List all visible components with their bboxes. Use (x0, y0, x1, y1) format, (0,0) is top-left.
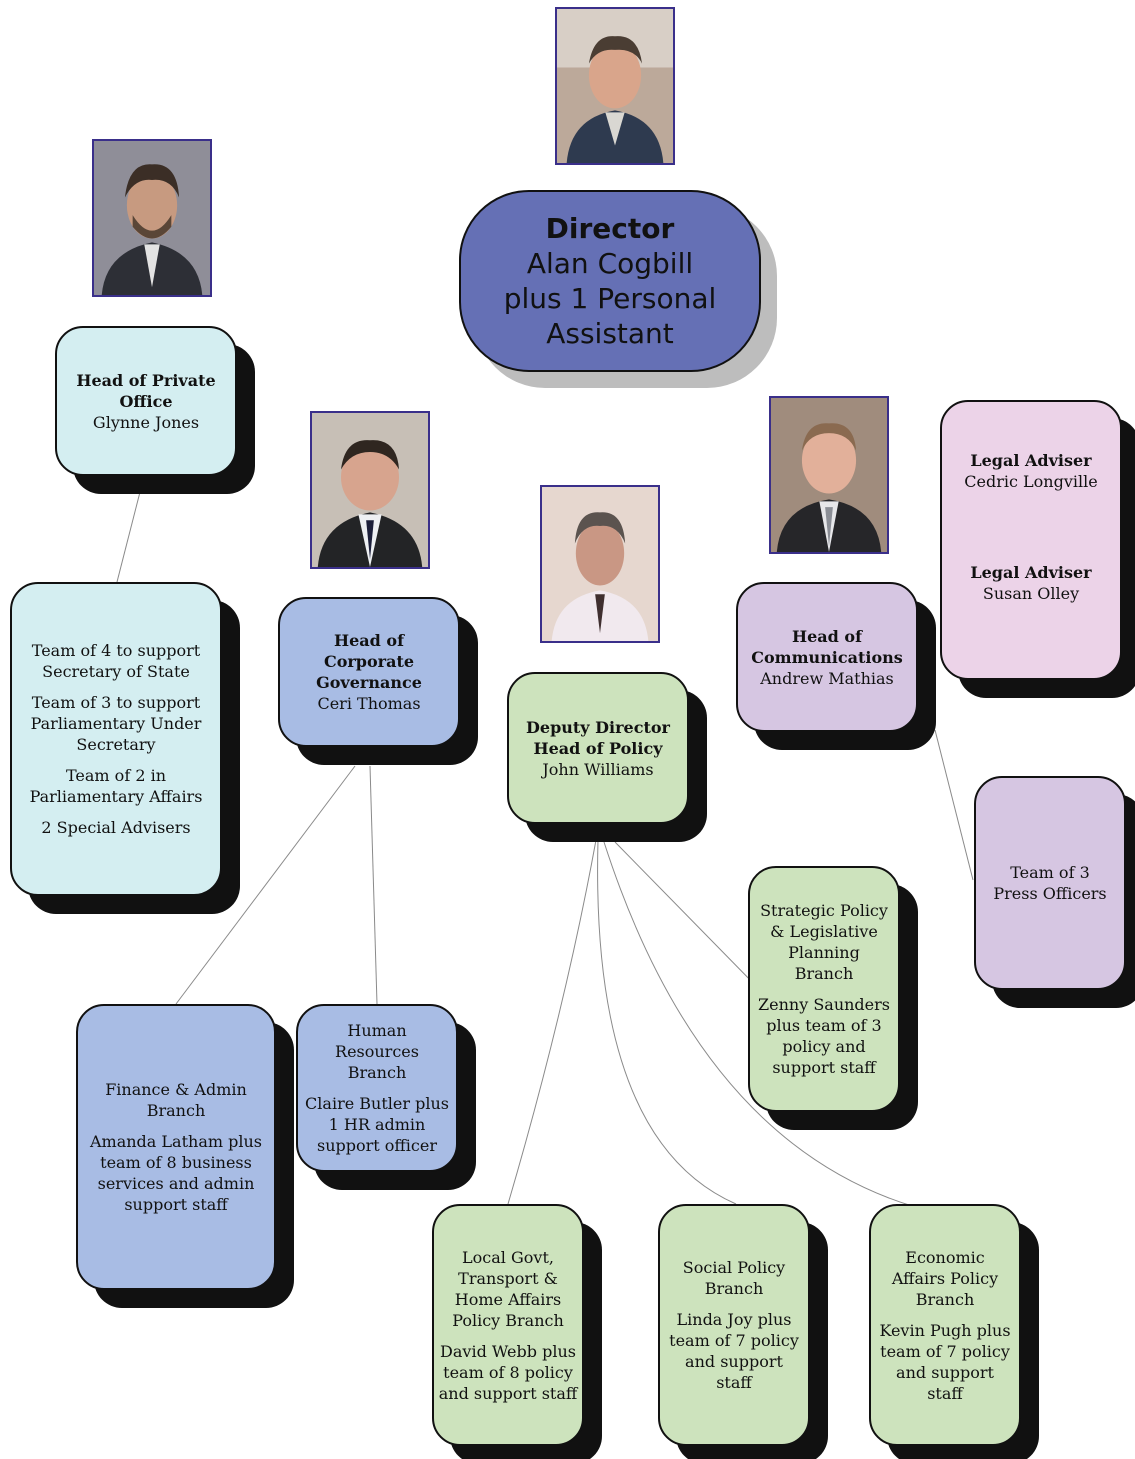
local-govt-box: Local Govt, Transport & Home Affairs Pol… (432, 1204, 584, 1446)
director-title: Director (545, 212, 675, 245)
comms-name: Andrew Mathias (760, 668, 894, 688)
private-office-box: Head of Private Office Glynne Jones (55, 326, 237, 476)
deputy-name: John Williams (542, 759, 654, 779)
corporate-name: Ceri Thomas (317, 694, 421, 713)
connector-comms-press (934, 729, 974, 881)
hr-detail: Claire Butler plus 1 HR admin support of… (305, 1094, 449, 1155)
local-govt-branch: Local Govt, Transport & Home Affairs Pol… (452, 1247, 564, 1330)
director-line4: Assistant (546, 317, 674, 350)
private-office-team-box: Team of 4 to support Secretary of State … (10, 582, 222, 896)
corporate-title: Head of Corporate Governance (316, 631, 422, 692)
private-office-name: Glynne Jones (92, 412, 200, 432)
finance-box: Finance & Admin Branch Amanda Latham plu… (76, 1004, 276, 1290)
comms-box: Head of Communications Andrew Mathias (736, 582, 918, 732)
john-williams-portrait-icon (542, 487, 658, 641)
connector-private-office (116, 491, 141, 583)
deputy-photo (540, 485, 660, 643)
glynne-jones-portrait-icon (94, 141, 210, 295)
connector-policy-strategic (614, 841, 761, 991)
legal-adviser-title: Legal Adviser (970, 563, 1092, 582)
comms-title: Head of Communications (751, 626, 903, 667)
director-name: Alan Cogbill (526, 247, 694, 280)
strategic-detail: Zenny Saunders plus team of 3 policy and… (758, 995, 890, 1077)
deputy-title1: Deputy Director (526, 717, 670, 737)
deputy-title2: Head of Policy (533, 738, 663, 758)
connector-policy-local (507, 839, 597, 1205)
economic-detail: Kevin Pugh plus team of 7 policy and sup… (879, 1320, 1011, 1403)
hr-box: Human Resources Branch Claire Butler plu… (296, 1004, 458, 1172)
comms-photo (769, 396, 889, 554)
hr-branch: Human Resources Branch (335, 1021, 419, 1082)
legal-adviser-name: Cedric Longville (964, 472, 1098, 491)
andrew-mathias-portrait-icon (771, 398, 887, 552)
private-office-title: Head of Private Office (76, 370, 216, 411)
team-item: 2 Special Advisers (41, 818, 191, 837)
social-branch: Social Policy Branch (682, 1258, 786, 1298)
private-office-photo (92, 139, 212, 297)
legal-adviser-title: Legal Adviser (970, 451, 1092, 470)
team-item: Team of 2 in Parliamentary Affairs (29, 766, 203, 806)
team-item: Team of 3 to support Parliamentary Under… (30, 693, 202, 754)
corporate-box: Head of Corporate Governance Ceri Thomas (278, 597, 460, 747)
team-item: Team of 4 to support Secretary of State (31, 641, 201, 681)
finance-detail: Amanda Latham plus team of 8 business se… (89, 1132, 262, 1214)
local-govt-detail: David Webb plus team of 8 policy and sup… (438, 1341, 578, 1403)
director-photo (555, 7, 675, 165)
press-box: Team of 3 Press Officers (974, 776, 1126, 990)
social-detail: Linda Joy plus team of 7 policy and supp… (669, 1310, 799, 1392)
director-portrait-icon (557, 9, 673, 163)
director-box: Director Alan Cogbill plus 1 Personal As… (459, 190, 761, 372)
connector-corporate-hr (369, 765, 378, 1005)
director-line3: plus 1 Personal (503, 282, 717, 315)
deputy-box: Deputy Director Head of Policy John Will… (507, 672, 689, 824)
ceri-thomas-portrait-icon (312, 413, 428, 567)
economic-branch: Economic Affairs Policy Branch (891, 1247, 999, 1309)
legal-adviser-name: Susan Olley (982, 584, 1080, 603)
strategic-box: Strategic Policy & Legislative Planning … (748, 866, 900, 1112)
social-box: Social Policy Branch Linda Joy plus team… (658, 1204, 810, 1446)
corporate-photo (310, 411, 430, 569)
legal-box: Legal Adviser Cedric Longville Legal Adv… (940, 400, 1122, 680)
economic-box: Economic Affairs Policy Branch Kevin Pug… (869, 1204, 1021, 1446)
connector-policy-social (597, 839, 737, 1205)
press-text: Team of 3 Press Officers (993, 863, 1107, 903)
strategic-branch: Strategic Policy & Legislative Planning … (760, 901, 888, 983)
finance-branch: Finance & Admin Branch (105, 1080, 247, 1120)
